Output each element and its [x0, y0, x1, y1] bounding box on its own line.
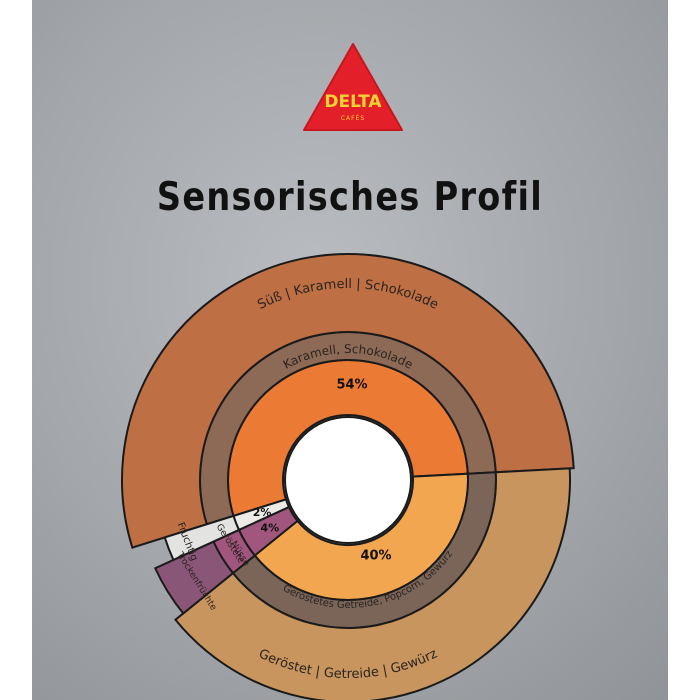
page-title: Sensorisches Profil [156, 175, 544, 220]
label-value-3: 2% [253, 506, 272, 519]
sunburst-arcs [121, 253, 575, 700]
sunburst-arc-outer-3 [163, 514, 241, 562]
label-value-0: 54% [336, 378, 367, 393]
logo-sub-text: CAFÉS [341, 114, 365, 122]
sunburst-center-hole [284, 416, 412, 544]
delta-cafes-logo: DELTA CAFÉS [303, 43, 403, 131]
logo-brand-text: DELTA [324, 92, 382, 112]
label-value-1: 40% [360, 549, 391, 564]
sunburst-arc-outer-0 [121, 253, 575, 549]
label-value-2: 4% [260, 521, 279, 534]
sunburst-arc-outer-1 [174, 467, 571, 700]
logo-triangle [303, 43, 403, 131]
